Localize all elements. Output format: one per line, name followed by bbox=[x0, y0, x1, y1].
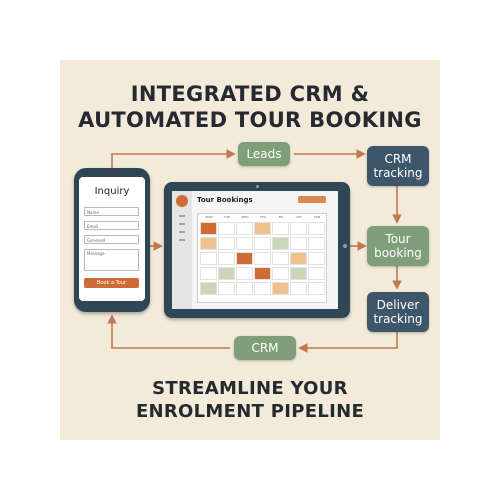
calendar-cell[interactable] bbox=[272, 237, 289, 250]
sidebar-nav-icon[interactable] bbox=[179, 231, 185, 233]
calendar-cell[interactable] bbox=[254, 282, 271, 295]
calendar-cell[interactable] bbox=[200, 267, 217, 280]
calendar-cell[interactable] bbox=[254, 222, 271, 235]
calendar-cell[interactable] bbox=[290, 282, 307, 295]
calendar-cell[interactable] bbox=[236, 252, 253, 265]
arrow-phone-to-leads bbox=[111, 149, 236, 168]
calendar-cell[interactable] bbox=[272, 282, 289, 295]
camera-dot bbox=[256, 185, 259, 188]
calendar-cell[interactable] bbox=[254, 252, 271, 265]
tour-booking-line-2: booking bbox=[374, 246, 422, 260]
app-logo-icon bbox=[176, 195, 188, 207]
calendar-cell[interactable] bbox=[218, 222, 235, 235]
inquiry-title: Inquiry bbox=[94, 186, 130, 197]
crm-tracking-line-1: CRM bbox=[384, 152, 412, 166]
leads-node: Leads bbox=[238, 142, 290, 166]
calendar-cell[interactable] bbox=[218, 282, 235, 295]
calendar-cell[interactable] bbox=[236, 237, 253, 250]
calendar-cell[interactable] bbox=[308, 282, 325, 295]
calendar-cell[interactable] bbox=[308, 267, 325, 280]
calendar-cell[interactable] bbox=[272, 267, 289, 280]
calendar-cell[interactable] bbox=[290, 237, 307, 250]
infographic-panel: INTEGRATED CRM & AUTOMATED TOUR BOOKING … bbox=[60, 60, 440, 440]
arrow-deliver-to-crm bbox=[298, 332, 398, 353]
tablet-screen: Tour Bookings MON TUE WED THU FRI SAT SUN bbox=[172, 191, 338, 309]
calendar-cell[interactable] bbox=[308, 252, 325, 265]
calendar-cell[interactable] bbox=[200, 222, 217, 235]
calendar-cell[interactable] bbox=[290, 252, 307, 265]
deliver-tracking-line-1: Deliver bbox=[376, 298, 420, 312]
calendar-cell[interactable] bbox=[272, 252, 289, 265]
calendar-cell[interactable] bbox=[218, 252, 235, 265]
calendar-cell[interactable] bbox=[272, 222, 289, 235]
calendar-cell[interactable] bbox=[290, 222, 307, 235]
message-field[interactable]: Message bbox=[84, 249, 139, 271]
tagline-line-2: ENROLMENT PIPELINE bbox=[135, 401, 365, 422]
tour-bookings-title: Tour Bookings bbox=[197, 196, 253, 204]
header-action-button[interactable] bbox=[298, 196, 326, 203]
app-sidebar bbox=[172, 191, 192, 309]
third-field[interactable]: Gonenod bbox=[84, 235, 139, 244]
booking-calendar: MON TUE WED THU FRI SAT SUN bbox=[197, 213, 327, 303]
home-button bbox=[343, 244, 347, 248]
tagline-line-1: STREAMLINE YOUR bbox=[152, 378, 348, 399]
calendar-cell[interactable] bbox=[308, 237, 325, 250]
leads-label: Leads bbox=[246, 147, 282, 161]
calendar-cell[interactable] bbox=[200, 237, 217, 250]
calendar-day-header: FRI bbox=[278, 215, 284, 219]
headline-line-2: AUTOMATED TOUR BOOKING bbox=[78, 108, 422, 132]
arrow-crm-to-phone bbox=[107, 314, 230, 349]
sidebar-nav-icon[interactable] bbox=[179, 223, 185, 225]
flow-arrows bbox=[107, 149, 402, 353]
calendar-day-header: TUE bbox=[224, 215, 230, 219]
phone-screen: Inquiry Name Email Gonenod Message Book … bbox=[79, 177, 145, 301]
calendar-cell[interactable] bbox=[254, 237, 271, 250]
sidebar-nav-icon[interactable] bbox=[179, 239, 185, 241]
tablet-mockup: Tour Bookings MON TUE WED THU FRI SAT SUN bbox=[164, 182, 350, 318]
email-field[interactable]: Email bbox=[84, 221, 139, 230]
calendar-cell[interactable] bbox=[236, 222, 253, 235]
calendar-day-header: SAT bbox=[296, 215, 302, 219]
crm-label: CRM bbox=[251, 341, 279, 355]
calendar-day-header: THU bbox=[259, 215, 267, 219]
calendar-cell[interactable] bbox=[236, 282, 253, 295]
book-tour-button[interactable]: Book a Tour bbox=[84, 278, 139, 288]
calendar-cell[interactable] bbox=[218, 237, 235, 250]
calendar-day-header: MON bbox=[205, 215, 213, 219]
headline-line-1: INTEGRATED CRM & bbox=[130, 82, 370, 106]
name-field[interactable]: Name bbox=[84, 207, 139, 216]
calendar-day-header: SUN bbox=[313, 215, 321, 219]
calendar-cell[interactable] bbox=[200, 252, 217, 265]
calendar-cell[interactable] bbox=[218, 267, 235, 280]
tour-booking-line-1: Tour bbox=[385, 232, 411, 246]
calendar-cell[interactable] bbox=[236, 267, 253, 280]
calendar-cell[interactable] bbox=[200, 282, 217, 295]
crm-node: CRM bbox=[234, 336, 296, 360]
calendar-day-header: WED bbox=[241, 215, 249, 219]
calendar-cell[interactable] bbox=[308, 222, 325, 235]
calendar-cell[interactable] bbox=[254, 267, 271, 280]
crm-tracking-line-2: tracking bbox=[373, 166, 423, 180]
calendar-cell[interactable] bbox=[290, 267, 307, 280]
sidebar-nav-icon[interactable] bbox=[179, 215, 185, 217]
deliver-tracking-line-2: tracking bbox=[373, 312, 423, 326]
phone-mockup: Inquiry Name Email Gonenod Message Book … bbox=[74, 168, 150, 312]
